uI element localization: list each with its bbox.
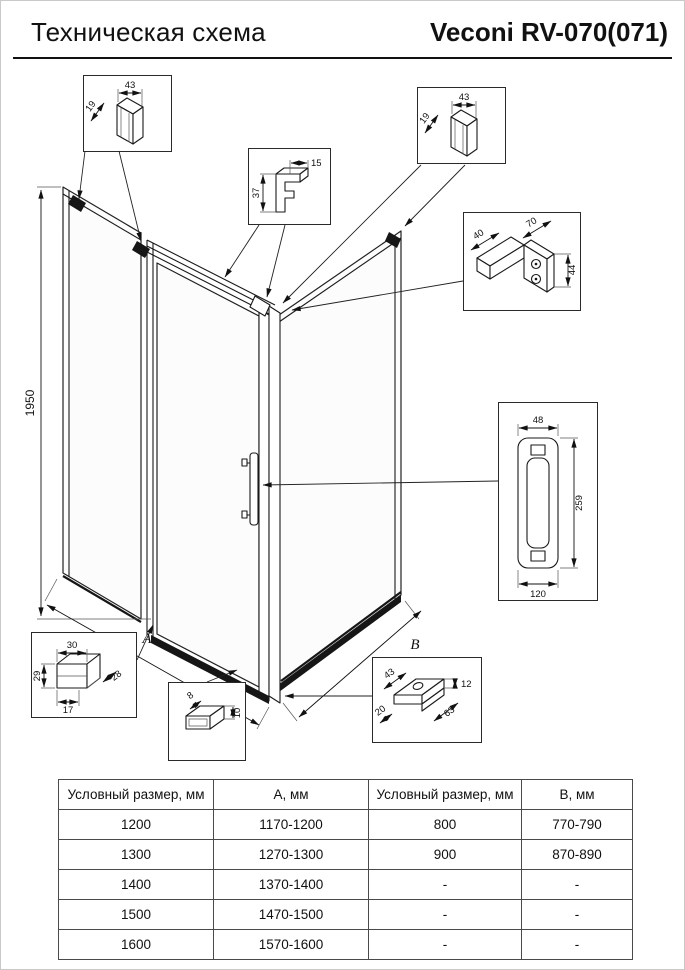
table-cell: 1470-1500 bbox=[213, 899, 369, 930]
detail-wall-profile-right bbox=[417, 88, 505, 164]
table-cell: - bbox=[368, 899, 522, 930]
dim-handle-length: 120 bbox=[530, 589, 546, 600]
table-cell: - bbox=[521, 869, 633, 900]
dim-hinge-4: 28 bbox=[109, 668, 124, 683]
detail-wall-profile-left bbox=[83, 76, 171, 152]
corner-post bbox=[268, 305, 281, 704]
dim-bottom-rail-1: 8 bbox=[185, 690, 196, 702]
table-cell: 1170-1200 bbox=[213, 809, 369, 840]
table-cell: - bbox=[368, 869, 522, 900]
dim-handle-width: 48 bbox=[533, 415, 544, 426]
size-table: Условный размер, мм А, мм Условный разме… bbox=[58, 779, 633, 960]
dimension-b: В bbox=[282, 600, 422, 722]
detail-hinge-block: 30 29 17 28 bbox=[31, 632, 137, 718]
mounting-clip bbox=[132, 241, 150, 258]
table-row: 1400 1370-1400 - - bbox=[58, 869, 633, 900]
table-cell: 1600 bbox=[58, 929, 214, 960]
dim-threshold-4: 20 bbox=[373, 703, 388, 718]
table-cell: 1570-1600 bbox=[213, 929, 369, 960]
mounting-clip bbox=[385, 232, 401, 248]
dim-handle-height: 259 bbox=[574, 495, 585, 511]
dim-hinge-2: 29 bbox=[32, 671, 43, 682]
table-cell: - bbox=[368, 929, 522, 960]
dim-bracket-3: 44 bbox=[567, 265, 578, 276]
left-fixed-panel bbox=[62, 186, 150, 623]
shower-enclosure bbox=[62, 186, 402, 704]
header-divider bbox=[13, 57, 672, 59]
table-cell: - bbox=[521, 899, 633, 930]
table-header-cell: Условный размер, мм bbox=[58, 779, 214, 810]
table-cell: 900 bbox=[368, 839, 522, 870]
table-cell: 770-790 bbox=[521, 809, 633, 840]
table-cell: 870-890 bbox=[521, 839, 633, 870]
detail-bottom-rail: 8 10 bbox=[168, 682, 246, 761]
door-handle bbox=[241, 452, 259, 526]
door-panel bbox=[146, 239, 281, 704]
table-cell: 1200 bbox=[58, 809, 214, 840]
door-glass bbox=[156, 262, 260, 688]
product-model: Veconi RV-070(071) bbox=[430, 17, 668, 47]
table-header-cell: Условный размер, мм bbox=[368, 779, 522, 810]
dim-hinge-1: 30 bbox=[67, 640, 78, 651]
page-title: Техническая схема bbox=[31, 17, 266, 47]
detail-threshold: 43 12 63 20 bbox=[372, 657, 482, 743]
detail-corner-bracket: 40 70 44 bbox=[463, 212, 581, 311]
table-cell: 800 bbox=[368, 809, 522, 840]
dim-threshold-2: 12 bbox=[461, 679, 472, 690]
dim-bracket-1: 40 bbox=[471, 227, 486, 242]
table-row: 1200 1170-1200 800 770-790 bbox=[58, 809, 633, 840]
dim-glass-clamp-width: 15 bbox=[311, 158, 322, 169]
detail-handle: 48 259 120 bbox=[498, 402, 598, 601]
door-hinge-post bbox=[258, 308, 270, 702]
table-header-cell: В, мм bbox=[521, 779, 633, 810]
table-header-cell: А, мм bbox=[213, 779, 369, 810]
table-row: 1300 1270-1300 900 870-890 bbox=[58, 839, 633, 870]
mounting-clip bbox=[68, 195, 86, 212]
dim-b-label: В bbox=[410, 637, 419, 653]
table-row: 1600 1570-1600 - - bbox=[58, 929, 633, 960]
table-row: 1500 1470-1500 - - bbox=[58, 899, 633, 930]
leader-lines bbox=[77, 150, 499, 699]
table-cell: 1270-1300 bbox=[213, 839, 369, 870]
dim-hinge-3: 17 bbox=[63, 705, 74, 716]
table-cell: 1300 bbox=[58, 839, 214, 870]
dim-glass-clamp-height: 37 bbox=[251, 188, 262, 199]
table-cell: 1370-1400 bbox=[213, 869, 369, 900]
side-panel bbox=[278, 230, 402, 692]
table-cell: 1400 bbox=[58, 869, 214, 900]
dim-threshold-1: 43 bbox=[382, 666, 397, 681]
corner-connector bbox=[249, 295, 271, 317]
table-cell: 1500 bbox=[58, 899, 214, 930]
detail-glass-clamp: 15 37 bbox=[248, 148, 331, 225]
dim-bracket-2: 70 bbox=[524, 215, 539, 230]
dim-height-label: 1950 bbox=[23, 389, 37, 416]
table-cell: - bbox=[521, 929, 633, 960]
dim-bottom-rail-2: 10 bbox=[232, 708, 243, 719]
dim-threshold-3: 63 bbox=[442, 704, 457, 719]
table-header-row: Условный размер, мм А, мм Условный разме… bbox=[58, 779, 633, 810]
